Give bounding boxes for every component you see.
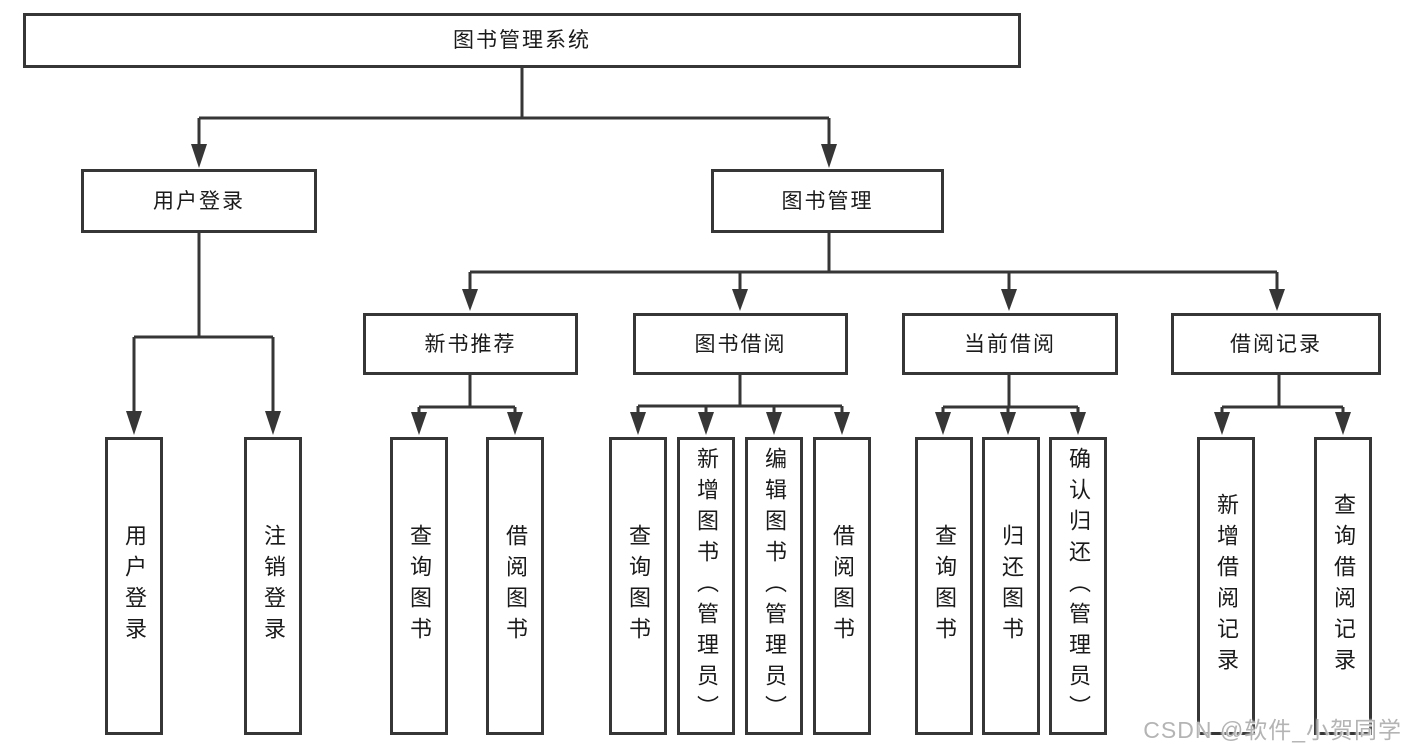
node-user-login: 用户登录 [81, 169, 317, 233]
leaf-query-borrow-record: 查询借阅记录 [1314, 437, 1372, 735]
connector-root-to-level1 [197, 68, 831, 146]
leaf-label: 查询借阅记录 [1331, 493, 1356, 679]
csdn-watermark: CSDN @软件_小贺同学 [1143, 717, 1402, 743]
leaf-add-borrow-record: 新增借阅记录 [1197, 437, 1255, 735]
connector-new-book-branch [417, 375, 517, 413]
leaf-label: 确认归还（管理员） [1066, 446, 1091, 726]
leaf-label: 编辑图书（管理员） [762, 446, 787, 726]
leaf-edit-books-admin: 编辑图书（管理员） [745, 437, 803, 735]
node-new-book-recommend: 新书推荐 [363, 313, 578, 375]
leaf-label: 新增借阅记录 [1214, 493, 1239, 679]
leaf-label: 借阅图书 [830, 524, 855, 648]
leaf-label: 查询图书 [626, 524, 651, 648]
leaf-logout: 注销登录 [244, 437, 302, 735]
leaf-query-books-current: 查询图书 [915, 437, 973, 735]
connector-book-management-branch [468, 233, 1279, 290]
leaf-label: 借阅图书 [503, 524, 528, 648]
node-current-borrow: 当前借阅 [902, 313, 1118, 375]
leaf-add-books-admin: 新增图书（管理员） [677, 437, 735, 735]
node-library-management-system: 图书管理系统 [23, 13, 1021, 68]
leaf-confirm-return-admin: 确认归还（管理员） [1049, 437, 1107, 735]
connector-borrow-record-branch [1220, 375, 1345, 413]
node-book-management: 图书管理 [711, 169, 944, 233]
node-borrow-record: 借阅记录 [1171, 313, 1381, 375]
leaf-label: 注销登录 [261, 524, 286, 648]
leaf-borrow-books-recommend: 借阅图书 [486, 437, 544, 735]
leaf-label: 用户登录 [122, 524, 147, 648]
leaf-label: 归还图书 [999, 524, 1024, 648]
connector-current-borrow-branch [941, 375, 1080, 413]
connector-user-login-branch [132, 233, 275, 413]
leaf-label: 查询图书 [932, 524, 957, 648]
leaf-query-books-recommend: 查询图书 [390, 437, 448, 735]
leaf-label: 查询图书 [407, 524, 432, 648]
leaf-label: 新增图书（管理员） [694, 446, 719, 726]
leaf-return-books: 归还图书 [982, 437, 1040, 735]
node-book-borrow: 图书借阅 [633, 313, 848, 375]
leaf-query-books-borrow: 查询图书 [609, 437, 667, 735]
leaf-borrow-books: 借阅图书 [813, 437, 871, 735]
leaf-user-login: 用户登录 [105, 437, 163, 735]
connector-book-borrow-branch [636, 375, 844, 413]
